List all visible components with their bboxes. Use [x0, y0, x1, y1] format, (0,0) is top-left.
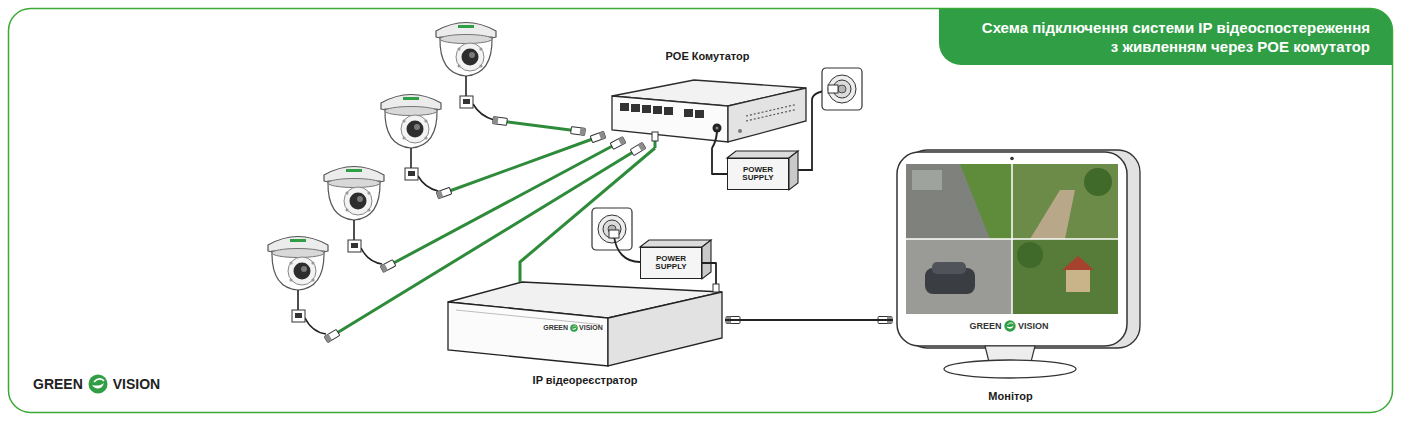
cameras	[268, 23, 496, 291]
dome-camera	[268, 237, 328, 291]
text-holder: POWER SUPPLY	[641, 248, 701, 278]
device-label: IP відеореєстратор	[445, 374, 725, 387]
text-holder: IP відеореєстратор	[445, 374, 725, 387]
wall-socket	[592, 208, 632, 250]
nvr-illustration	[448, 282, 892, 366]
power-supply-illustration	[727, 68, 862, 190]
text-holder: POWER SUPPLY	[728, 159, 788, 189]
power-supply: POWER SUPPLY	[727, 158, 789, 190]
cable-connector	[520, 148, 655, 282]
brand-logo: GREEN VISION	[893, 321, 1125, 332]
diagram-title: Схема підключення системи IP відеоспосте…	[979, 18, 1370, 56]
text-holder: POE Комутатор	[600, 50, 815, 63]
dome-camera	[381, 95, 441, 149]
power-supply-illustration	[592, 208, 711, 279]
power-supply: POWER SUPPLY	[640, 247, 702, 279]
poe-switch: POE Комутатор	[600, 48, 815, 148]
brand-logo: GREEN VISION	[535, 324, 611, 332]
frame	[9, 9, 1393, 413]
cable-connector	[702, 263, 716, 282]
text-holder: GREEN VISION	[893, 321, 1125, 332]
couplers	[292, 96, 473, 322]
text-holder: GREEN VISION	[535, 324, 611, 332]
wall-socket	[822, 68, 862, 110]
ip-video-recorder: IP відеореєстратор GREEN VISION	[445, 282, 725, 390]
text-holder: Монітор	[893, 390, 1128, 403]
title-banner: Схема підключення системи IP відеоспосте…	[939, 9, 1392, 65]
label-holder: GREEN VISION	[33, 376, 160, 392]
cable-connector	[712, 148, 727, 174]
device-label: Монітор	[893, 390, 1128, 403]
poe-switch-illustration	[612, 80, 806, 148]
monitor-illustration	[897, 150, 1140, 378]
device-label: POE Комутатор	[600, 50, 815, 63]
device-marking: POWER SUPPLY	[731, 166, 785, 183]
device-marking: POWER SUPPLY	[644, 255, 698, 272]
monitor: Монітор GREEN VISION	[893, 150, 1143, 408]
brand-logo: GREEN VISION	[33, 376, 160, 392]
dome-camera	[436, 23, 496, 77]
dome-camera	[324, 167, 384, 221]
cable-connector	[725, 319, 893, 321]
